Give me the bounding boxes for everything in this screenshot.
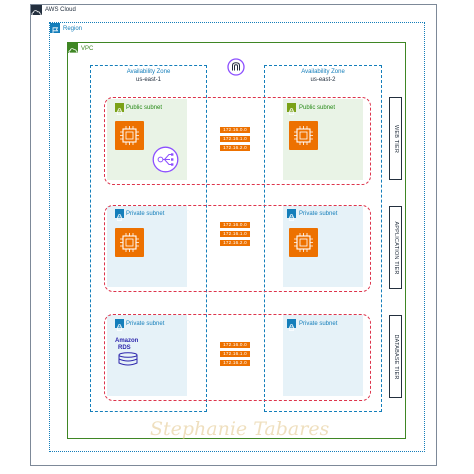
region-group [49, 22, 425, 452]
web-tier-boundary [104, 97, 371, 185]
ec2-instance-icon [289, 228, 318, 257]
private-subnet-db-az1-label: Private subnet [126, 321, 165, 327]
public-subnet-lock-icon [287, 103, 296, 115]
private-subnet-lock-icon [115, 319, 124, 331]
rds-line2: RDS [118, 345, 131, 351]
database-tier-boundary [104, 314, 371, 401]
region-flag-icon [50, 23, 60, 35]
availability-zone-2 [264, 65, 382, 412]
cidr-label: 172.16.2.0 [220, 360, 250, 366]
private-subnet-db-az2-label: Private subnet [299, 321, 338, 327]
aws-cloud-icon [31, 5, 42, 16]
database-tier-label: DATABASE TIER [392, 333, 399, 380]
ec2-instance-icon [115, 121, 144, 150]
private-subnet-app-az1-label: Private subnet [126, 211, 165, 217]
private-subnet-app-az2-label: Private subnet [299, 211, 338, 217]
cidr-label: 172.16.1.0 [220, 136, 250, 142]
web-tier-label: WEB TIER [392, 124, 399, 153]
aws-cloud-group [30, 4, 437, 466]
signature-watermark: Stephanie Tabares [150, 418, 330, 440]
private-subnet-lock-icon [287, 319, 296, 331]
cidr-label: 172.16.1.0 [220, 231, 250, 237]
ec2-instance-icon [115, 228, 144, 257]
ec2-instance-icon [289, 121, 318, 150]
private-subnet-lock-icon [115, 209, 124, 221]
amazon-rds-icon: Amazon RDS [113, 337, 143, 367]
cidr-label: 172.16.1.0 [220, 351, 250, 357]
az-2-label: Availability Zone [301, 69, 345, 75]
az-2-name: us-east-2 [310, 77, 336, 83]
cidr-label: 172.16.2.0 [220, 145, 250, 151]
load-balancer-icon [152, 146, 179, 173]
internet-gateway-icon [227, 58, 245, 76]
aws-cloud-label: AWS Cloud [45, 7, 76, 13]
public-subnet-az2-label: Public subnet [299, 105, 336, 111]
az-1-label: Availability Zone [126, 69, 171, 75]
application-tier-label: APPLICATION TIER [392, 220, 399, 275]
vpc-cloud-icon [68, 43, 78, 54]
availability-zone-1 [90, 65, 207, 412]
public-subnet-az1-label: Public subnet [126, 105, 163, 111]
rds-line1: Amazon [115, 338, 139, 344]
cidr-label: 172.16.0.0 [220, 342, 250, 348]
cidr-label: 172.16.0.0 [220, 222, 250, 228]
web-tier-label-box: WEB TIER [389, 97, 402, 180]
application-tier-boundary [104, 205, 371, 292]
az-1-name: us-east-1 [135, 77, 161, 83]
vpc-group [67, 42, 406, 439]
cidr-label: 172.16.2.0 [220, 240, 250, 246]
region-label: Region [63, 26, 83, 32]
public-subnet-lock-icon [115, 103, 124, 115]
vpc-label: VPC [81, 46, 94, 52]
private-subnet-lock-icon [287, 209, 296, 221]
private-subnet-db-az1 [107, 315, 187, 396]
cidr-label: 172.16.0.0 [220, 127, 250, 133]
application-tier-label-box: APPLICATION TIER [389, 206, 402, 289]
private-subnet-db-az2 [283, 315, 363, 396]
database-tier-label-box: DATABASE TIER [389, 315, 402, 398]
